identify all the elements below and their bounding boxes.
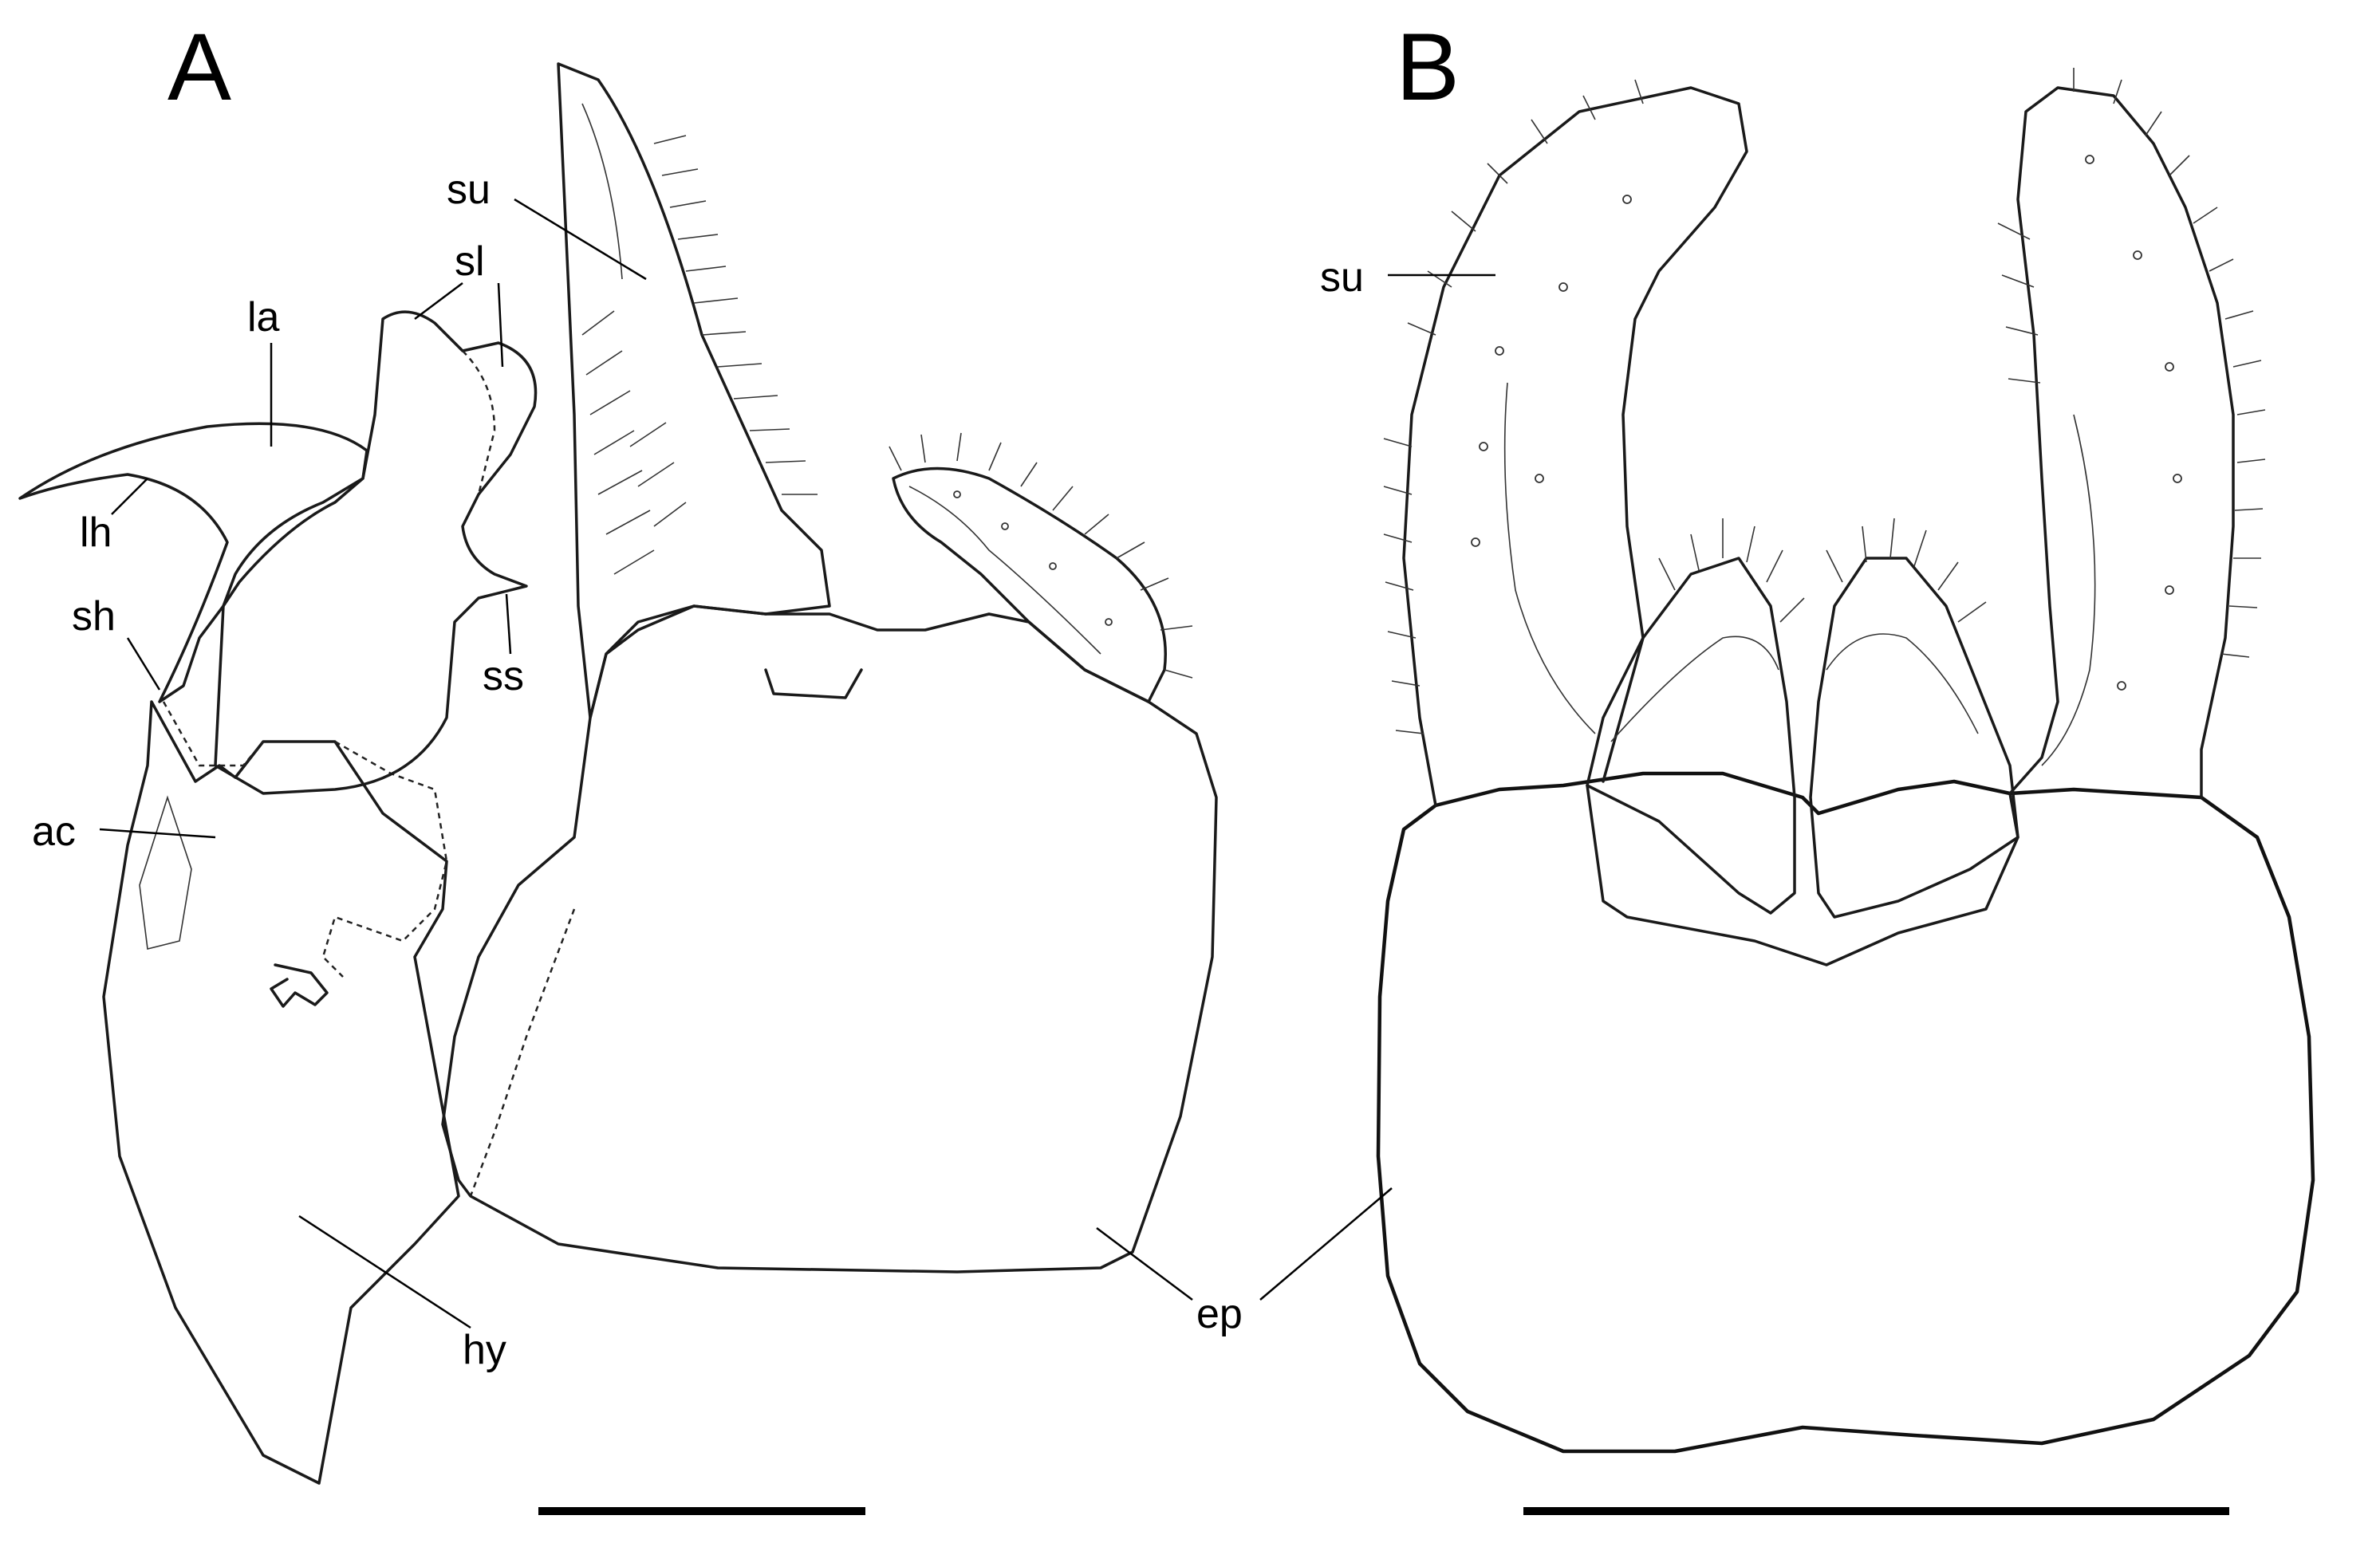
hypandrium-outline [102,700,460,1485]
panel-a-letter: A [167,14,231,120]
cercus-a-pore-4 [1105,618,1113,626]
leader-a-lh [111,478,148,515]
label-a-hy: hy [463,1327,506,1373]
cercus-b-right-setae [1826,518,1987,623]
leader-a-ac [99,828,216,839]
surstylus-b-right-setae [1997,68,2266,658]
cercus-a-setae [889,432,1193,679]
secondary-lobe-outline [214,310,538,795]
surstylus-b-right-pore-6 [2117,681,2126,691]
surstylus-b-left-outline [1402,86,1748,807]
label-b-su: su [1320,254,1364,301]
surstylus-b-left-pore-2 [1479,442,1488,451]
surstylus-b-left-pore-6 [1535,474,1544,483]
leader-a-sl-1 [414,282,463,320]
label-a-ss: ss [483,653,524,699]
label-a-la: la [247,294,280,340]
leader-a-ss [505,593,512,655]
surstylus-a-outline [557,62,831,719]
panel-b: B [1320,14,2315,1515]
surstylus-b-right-pore-5 [2165,585,2174,595]
secondary-lobe-dashed [462,350,496,495]
cercus-a-inner-line [908,486,1101,655]
label-a-ac: ac [32,809,76,855]
surstylus-b-right-pore-1 [2085,155,2094,164]
label-a-sh: sh [72,593,116,640]
panel-a: A su [18,14,1218,1515]
epandrium-a-dashed [469,908,576,1197]
surstylus-b-right-pore-4 [2173,474,2182,483]
epandrium-a-notch [764,668,863,699]
surstylus-b-left-inner [1503,382,1596,734]
leader-a-hy [298,1214,471,1329]
leader-ep-b [1259,1187,1393,1301]
leader-a-sl-2 [497,282,504,368]
surstylus-b-left-pore-1 [1495,346,1504,356]
label-a-sl: sl [455,238,485,285]
surstylus-b-left-pore-3 [1471,537,1480,547]
surstylus-b-right-inner [2041,414,2096,766]
surstylus-b-right-pore-3 [2165,362,2174,372]
leader-a-sh [126,637,161,691]
surstylus-b-right-pore-2 [2133,250,2142,260]
lamella-outline [18,422,368,703]
cercus-b-left-inner [1610,636,1779,742]
hypandrium-inner-dashed [162,701,448,978]
shared-ep-label: ep [1096,1187,1393,1337]
cercus-a-pore-1 [953,490,961,498]
surstylus-a-inner-line [581,103,623,280]
cercus-b-left-setae [1658,518,1805,623]
surstylus-b-left-pore-5 [1622,195,1632,204]
surstylus-a-setae [581,135,818,575]
leader-ep-a [1096,1227,1193,1301]
aedeagal-claw [270,963,329,1008]
surstylus-b-right-outline [2008,86,2235,799]
leader-a-su [514,198,647,281]
cercus-a-outline [892,466,1167,703]
cercus-a-pore-2 [1001,522,1009,530]
cercus-b-right-outline [1809,557,2019,919]
epandrium-b-outline [1376,771,2315,1454]
surstylus-b-left-setae [1383,79,1644,734]
label-ep: ep [1196,1291,1243,1337]
hypandrium-faint-lobe [139,795,192,950]
cercus-b-right-inner [1826,633,1979,734]
panel-b-letter: B [1396,14,1460,120]
label-a-su: su [447,167,491,213]
cercus-a-pore-3 [1049,562,1057,570]
epandrium-b-lower-rim [1586,784,2019,966]
surstylus-b-left-pore-4 [1558,282,1568,292]
cercus-b-left-outline [1586,557,1796,915]
label-a-lh: lh [80,510,112,556]
epandrium-a-outline [441,604,1218,1273]
